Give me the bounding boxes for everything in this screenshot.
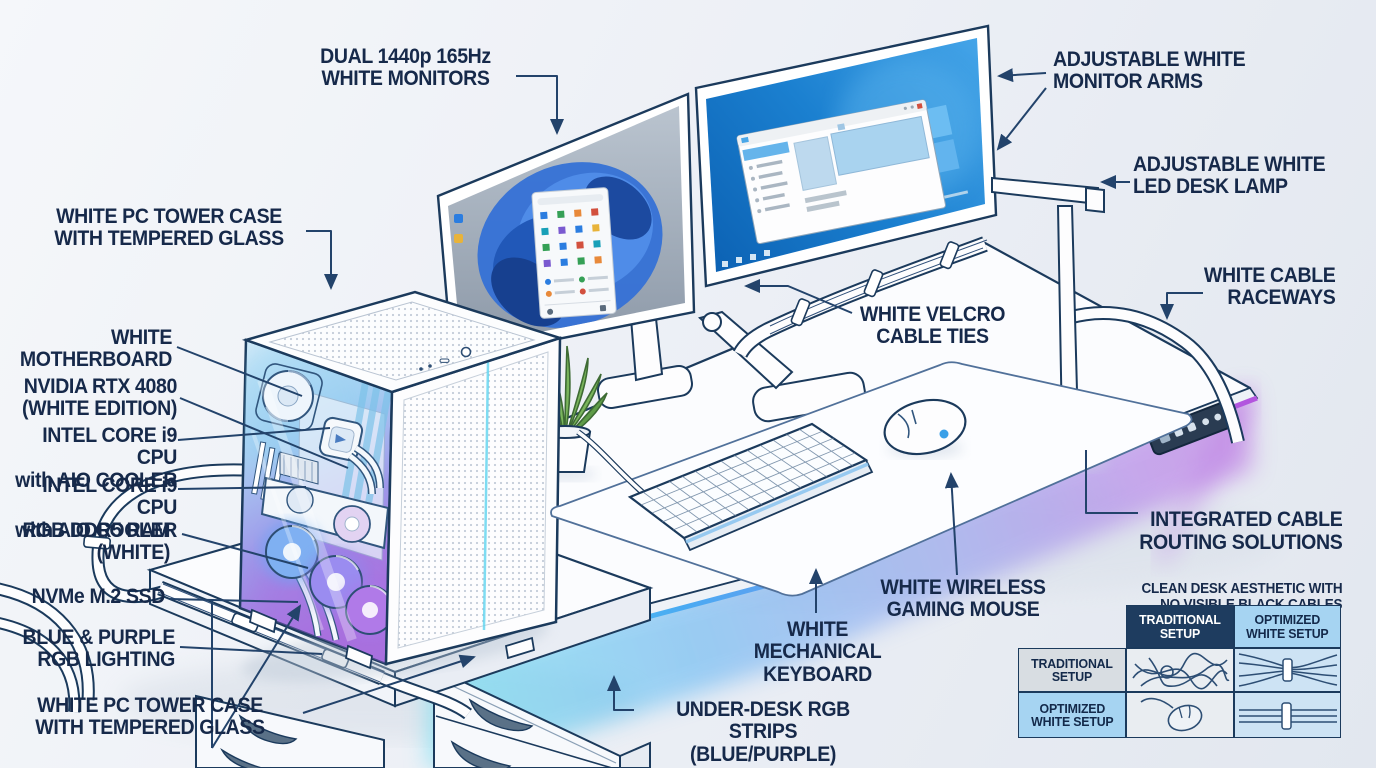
- label-monitor-arms: ADJUSTABLE WHITE MONITOR ARMS: [1053, 48, 1246, 94]
- label-cpu-1: INTEL CORE i9 CPU with AIO COOLER: [15, 424, 177, 492]
- key-grid: [640, 428, 856, 533]
- start-menu-app-icons: [540, 208, 602, 268]
- gaming-mouse: [883, 398, 967, 458]
- table-row-header-traditional: TRADITIONAL SETUP: [1018, 648, 1126, 692]
- pc-tower: [238, 290, 565, 670]
- drawer-handle: [220, 747, 273, 768]
- leader-tower-bottom-2: [211, 604, 302, 749]
- drawer-handle: [238, 714, 298, 745]
- bottom-cabinet: [195, 694, 385, 768]
- label-gpu: NVIDIA RTX 4080 (WHITE EDITION): [22, 375, 177, 421]
- label-rgb-lighting: BLUE & PURPLE RGB LIGHTING: [22, 626, 175, 672]
- leader-monitor-arms-2: [996, 87, 1047, 151]
- table-col-header-traditional: TRADITIONAL SETUP: [1126, 605, 1234, 648]
- top-fan: [255, 363, 323, 431]
- cable-raceway: [732, 236, 1245, 444]
- label-cable-raceways: WHITE CABLE RACEWAYS: [1203, 264, 1335, 310]
- leader-lines: [169, 68, 1203, 749]
- arm-joint: [702, 312, 722, 332]
- leader-ssd: [169, 598, 299, 603]
- leader-cable-routing: [1085, 450, 1138, 514]
- label-desk-lamp: ADJUSTABLE WHITE LED DESK LAMP: [1133, 153, 1326, 199]
- taskbar-icons: [722, 250, 770, 267]
- leader-monitor-arms: [997, 68, 1047, 83]
- leader-tower-bottom: [302, 654, 476, 714]
- drawer-handle: [468, 698, 534, 732]
- leader-monitors: [516, 75, 564, 135]
- cpu-heatsink: [279, 451, 319, 485]
- desktop-icon: [454, 234, 463, 243]
- table-row-header-optimized: OPTIMIZED WHITE SETUP: [1018, 692, 1126, 738]
- drawer-handle: [450, 740, 512, 768]
- table-cell-tied-bundle: [1234, 648, 1341, 692]
- leader-rgb-lighting: [179, 646, 323, 655]
- label-keyboard: WHITE MECHANICAL KEYBOARD: [753, 618, 882, 686]
- gpu: [260, 476, 390, 550]
- keyboard: [576, 422, 874, 552]
- leader-raceways: [1160, 292, 1203, 320]
- comparison-table: TRADITIONAL SETUP OPTIMIZED WHITE SETUP …: [1018, 605, 1341, 738]
- leader-rgb-strips: [607, 675, 634, 711]
- straight-tied-cables-illustration: [1238, 702, 1337, 730]
- leader-velcro: [744, 279, 853, 314]
- power-button: [419, 346, 472, 371]
- mouse-logo: [939, 429, 949, 439]
- velcro-tie: [939, 241, 960, 270]
- label-motherboard: WHITE MOTHERBOARD: [19, 326, 173, 372]
- label-ram: RGB DDR5 RAM (WHITE): [22, 519, 171, 565]
- velcro-tie: [863, 269, 884, 298]
- case-feet: [248, 608, 536, 670]
- leader-ram: [181, 533, 309, 569]
- tied-cable-bundle-illustration: [1238, 653, 1337, 687]
- leader-mouse: [944, 472, 959, 576]
- monitor-brand-mark: [944, 190, 969, 199]
- table-cell-tangled-cables: [1126, 648, 1234, 692]
- velcro-tie: [790, 298, 811, 327]
- table-col-header-optimized: OPTIMIZED WHITE SETUP: [1234, 605, 1341, 648]
- velcro-tie: [231, 612, 260, 633]
- monitor-right: [694, 24, 998, 288]
- desktop-icon: [454, 214, 463, 223]
- front-accent-light: [482, 361, 490, 631]
- pc-internals: [240, 340, 392, 664]
- leader-cpu1: [177, 427, 331, 441]
- label-monitors: DUAL 1440p 165Hz WHITE MONITORS: [320, 45, 491, 91]
- leader-motherboard: [176, 346, 303, 397]
- monitor-left: [436, 92, 696, 362]
- start-menu: [531, 187, 617, 319]
- desk-drawer-unit: [433, 666, 651, 768]
- tangled-cables-illustration: [1132, 652, 1230, 690]
- label-velcro-ties: WHITE VELCRO CABLE TIES: [859, 303, 1006, 349]
- rgb-fans: [260, 520, 392, 640]
- wired-mouse-illustration: [1140, 697, 1203, 732]
- label-mouse: WHITE WIRELESS GAMING MOUSE: [880, 576, 1046, 622]
- settings-window: [736, 99, 946, 245]
- win11-wallpaper-bloom: [454, 162, 677, 346]
- label-tower-top: WHITE PC TOWER CASE WITH TEMPERED GLASS: [54, 205, 284, 251]
- lamp-head: [991, 176, 1099, 206]
- velcro-tie: [83, 535, 112, 550]
- label-cable-routing-title: INTEGRATED CABLE ROUTING SOLUTIONS: [1138, 508, 1342, 554]
- start-menu-recommended: [545, 275, 609, 297]
- label-tower-bottom: WHITE PC TOWER CASE WITH TEMPERED GLASS: [35, 694, 265, 740]
- table-cell-straight-tied: [1234, 692, 1341, 738]
- leader-tower-top: [306, 230, 338, 290]
- label-rgb-strips: UNDER-DESK RGB STRIPS (BLUE/PURPLE): [676, 698, 850, 766]
- table-cell-wired-mouse: [1126, 692, 1234, 738]
- aio-pump: [318, 416, 384, 495]
- leader-cpu2: [177, 486, 307, 490]
- label-ssd: NVMe M.2 SSD: [31, 585, 166, 608]
- label-cpu-2: INTEL CORE i9 CPU with AIO COOLER: [15, 474, 177, 542]
- table-corner-empty: [1018, 605, 1126, 648]
